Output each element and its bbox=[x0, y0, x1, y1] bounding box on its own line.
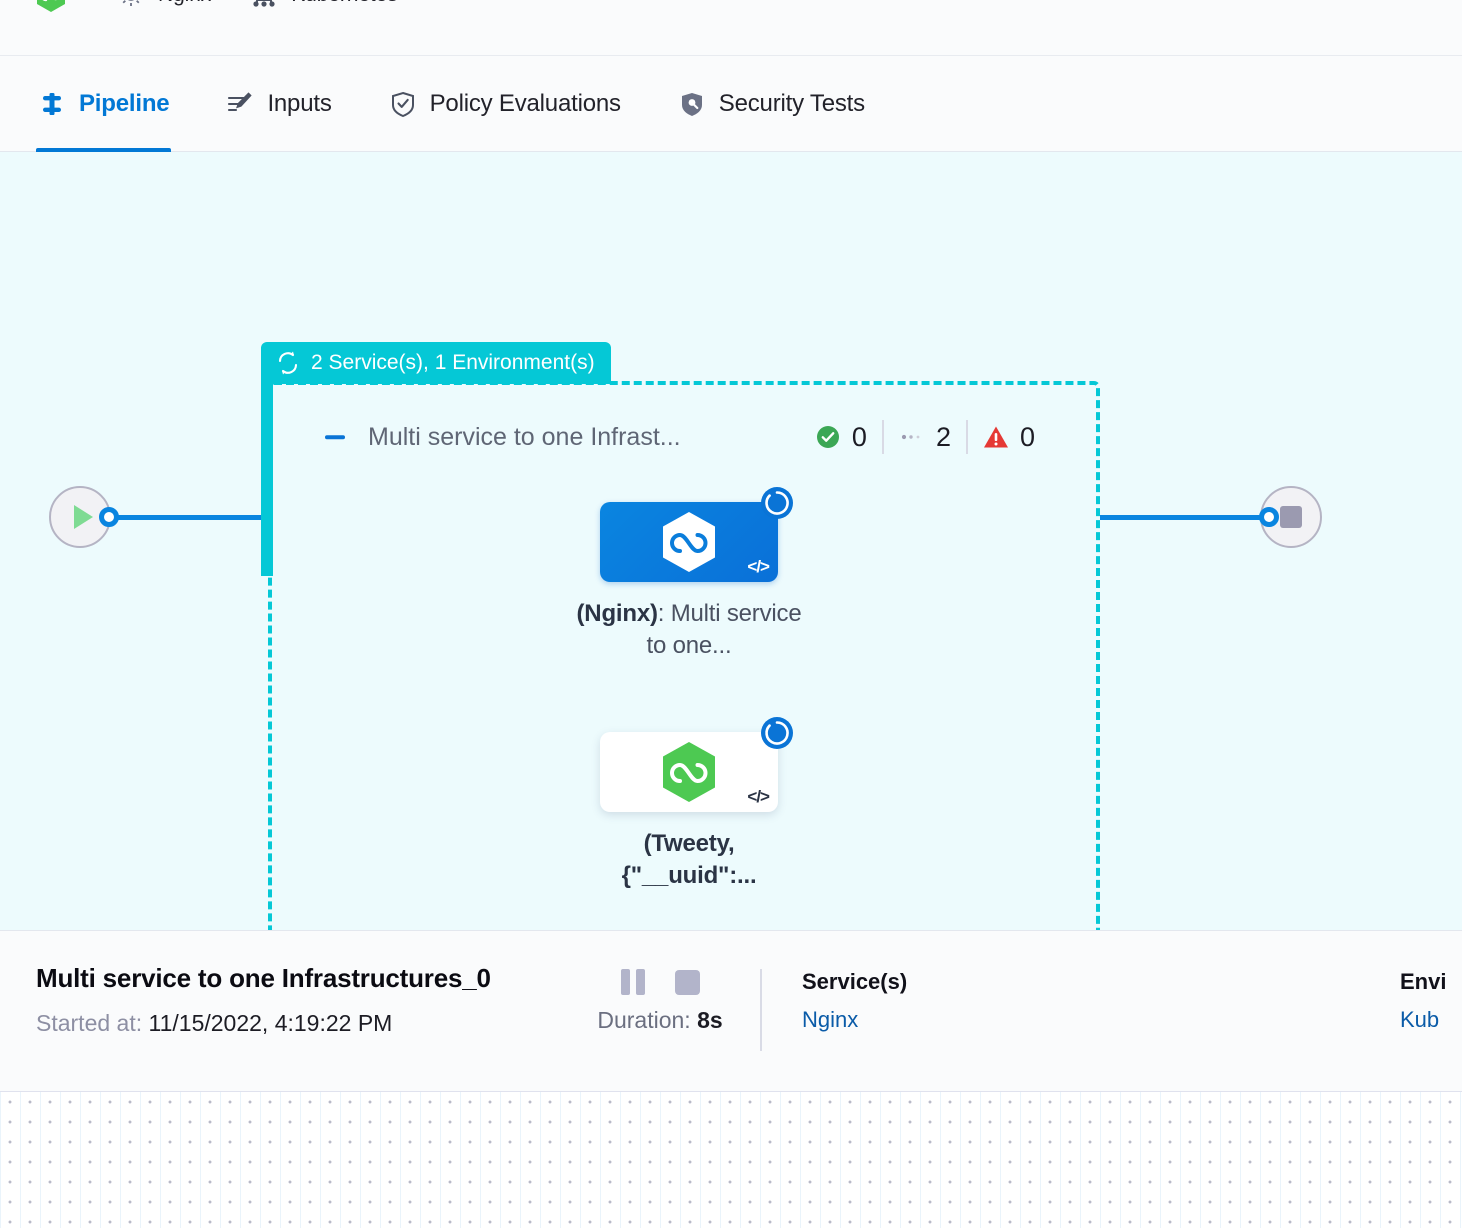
execution-controls: Duration: 8s bbox=[560, 931, 760, 1034]
detail-divider bbox=[760, 969, 762, 1051]
end-port[interactable] bbox=[1259, 507, 1279, 527]
group-title: Multi service to one Infrast... bbox=[368, 422, 681, 451]
gear-icon bbox=[122, 0, 140, 6]
harness-hexagon-green-icon bbox=[663, 742, 715, 802]
matrix-group-badge[interactable]: 2 Service(s), 1 Environment(s) bbox=[261, 342, 611, 384]
code-brackets-icon: </> bbox=[747, 557, 770, 576]
breadcrumb: Nginx Kubernetes bbox=[0, 0, 1462, 56]
started-at-value: 11/15/2022, 4:19:22 PM bbox=[148, 1010, 393, 1036]
tab-policy-evaluations[interactable]: Policy Evaluations bbox=[387, 56, 623, 152]
group-header: Multi service to one Infrast... 0 bbox=[320, 420, 1050, 454]
running-spinner-icon bbox=[761, 717, 793, 749]
shield-scan-icon bbox=[681, 92, 702, 116]
duration-value: 8s bbox=[697, 1007, 723, 1033]
pipeline-canvas[interactable]: 2 Service(s), 1 Environment(s) Multi ser… bbox=[0, 152, 1462, 930]
canvas-grid-background bbox=[0, 1092, 1462, 1228]
environments-heading: Envi bbox=[1400, 969, 1447, 994]
step-node-nginx-label-bold: (Nginx) bbox=[576, 600, 658, 627]
pending-dots-icon bbox=[901, 434, 920, 440]
status-success: 0 bbox=[800, 422, 882, 453]
status-error: 0 bbox=[968, 422, 1050, 453]
started-at: Started at: 11/15/2022, 4:19:22 PM bbox=[36, 1010, 560, 1037]
tab-pipeline-label: Pipeline bbox=[79, 89, 170, 117]
shield-check-icon bbox=[391, 91, 414, 117]
breadcrumb-item-environment-label: Kubernetes bbox=[291, 0, 398, 7]
step-node-tweety-label: (Tweety, {"__uuid":... bbox=[574, 828, 804, 891]
step-node-tweety-label-text: (Tweety, {"__uuid":... bbox=[621, 830, 757, 889]
code-brackets-icon: </> bbox=[747, 787, 770, 806]
tab-policy-evaluations-label: Policy Evaluations bbox=[429, 89, 621, 117]
matrix-loop-icon bbox=[278, 351, 298, 375]
matrix-group-box[interactable] bbox=[268, 381, 1100, 930]
success-check-icon bbox=[816, 426, 839, 448]
status-pending-count: 2 bbox=[935, 421, 951, 452]
status-error-count: 0 bbox=[1019, 421, 1035, 452]
tab-security-tests[interactable]: Security Tests bbox=[676, 56, 867, 152]
harness-hexagon-logo-icon bbox=[37, 0, 65, 12]
tab-inputs[interactable]: Inputs bbox=[224, 56, 333, 152]
breadcrumb-item-service-label: Nginx bbox=[158, 0, 211, 7]
stop-square-icon bbox=[1280, 506, 1302, 528]
playback-controls bbox=[560, 969, 760, 995]
environments-value-link[interactable]: Kub bbox=[1400, 1007, 1440, 1032]
error-warning-icon bbox=[983, 426, 1008, 448]
tab-security-tests-label: Security Tests bbox=[718, 89, 865, 117]
services-column: Service(s) Nginx bbox=[762, 931, 907, 1033]
pipeline-icon bbox=[43, 92, 61, 115]
stop-icon[interactable] bbox=[674, 969, 700, 995]
status-success-count: 0 bbox=[851, 421, 867, 452]
status-pending: 2 bbox=[884, 422, 966, 453]
services-heading: Service(s) bbox=[802, 969, 908, 994]
group-status-counters: 0 2 bbox=[800, 420, 1050, 454]
breadcrumb-item-environment[interactable]: Kubernetes bbox=[249, 0, 398, 12]
status-divider-1 bbox=[881, 420, 884, 454]
inputs-icon bbox=[228, 91, 253, 111]
execution-summary: Multi service to one Infrastructures_0 S… bbox=[0, 931, 560, 1037]
breadcrumb-item-logo[interactable] bbox=[36, 0, 78, 12]
group-badge-spine bbox=[261, 380, 273, 576]
tab-bar: Pipeline Inputs Policy Evaluations bbox=[0, 56, 1462, 152]
step-node-tweety-card[interactable]: </> bbox=[600, 717, 793, 812]
environments-column: Envi Kub bbox=[1400, 931, 1462, 1033]
step-node-nginx-card[interactable]: </> bbox=[600, 487, 793, 582]
connector-line-right bbox=[1100, 515, 1270, 520]
breadcrumb-item-service[interactable]: Nginx bbox=[116, 0, 211, 12]
step-node-nginx-label-rest: : Multi service to one... bbox=[646, 600, 802, 659]
page-title: Multi service to one Infrastructures_0 bbox=[36, 963, 491, 993]
services-value-link[interactable]: Nginx bbox=[802, 1007, 859, 1032]
duration: Duration: 8s bbox=[560, 1007, 760, 1034]
play-icon bbox=[73, 505, 93, 529]
pause-icon[interactable] bbox=[620, 969, 645, 995]
tab-pipeline[interactable]: Pipeline bbox=[36, 56, 172, 152]
running-spinner-icon bbox=[761, 487, 793, 519]
harness-hexagon-white-icon bbox=[663, 512, 715, 572]
minus-icon[interactable] bbox=[320, 422, 350, 452]
duration-label: Duration: bbox=[597, 1007, 691, 1033]
kubernetes-icon bbox=[253, 0, 275, 7]
started-at-label: Started at: bbox=[36, 1010, 143, 1036]
step-node-nginx[interactable]: </> (Nginx): Multi service to one... bbox=[577, 487, 804, 661]
status-divider-2 bbox=[965, 420, 968, 454]
step-node-tweety[interactable]: </> (Tweety, {"__uuid":... bbox=[600, 717, 804, 891]
matrix-group-badge-label: 2 Service(s), 1 Environment(s) bbox=[311, 351, 595, 374]
tab-inputs-label: Inputs bbox=[267, 89, 332, 117]
execution-detail-panel: Multi service to one Infrastructures_0 S… bbox=[0, 930, 1462, 1092]
step-node-nginx-label: (Nginx): Multi service to one... bbox=[574, 598, 804, 661]
start-port[interactable] bbox=[99, 507, 119, 527]
connector-line-left bbox=[110, 515, 265, 520]
